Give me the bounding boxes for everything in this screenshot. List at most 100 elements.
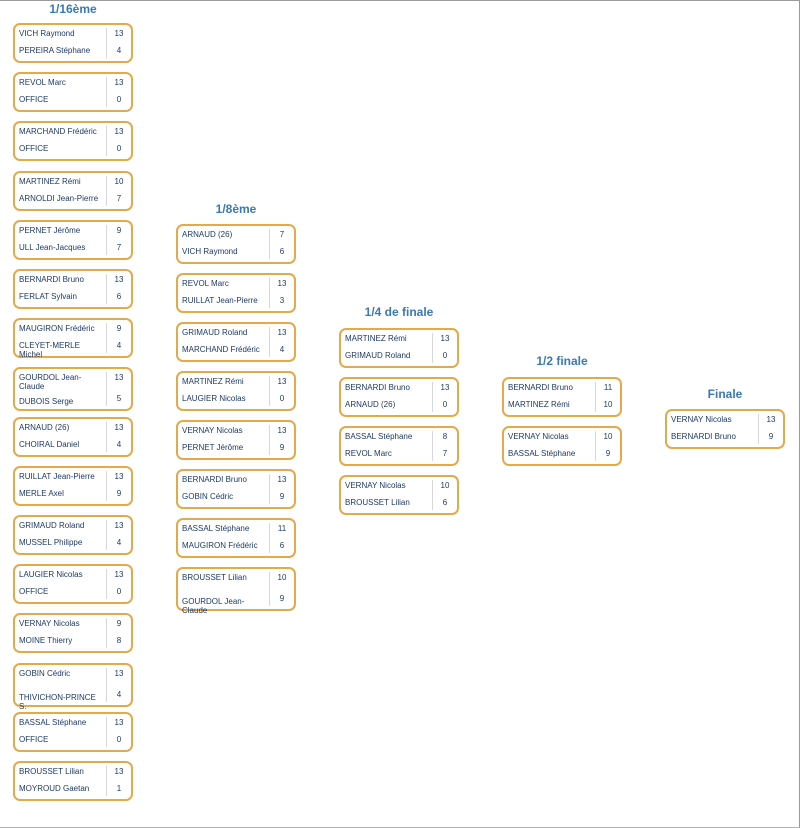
score-divider bbox=[106, 77, 107, 107]
player-score: 13 bbox=[114, 521, 124, 530]
score-divider bbox=[106, 422, 107, 452]
player-score: 13 bbox=[766, 415, 776, 424]
player-score: 0 bbox=[116, 735, 122, 744]
player-score: 13 bbox=[277, 328, 287, 337]
score-divider bbox=[269, 474, 270, 504]
semi-final-title: 1/2 finale bbox=[536, 354, 588, 368]
score-divider bbox=[432, 480, 433, 510]
player-score: 6 bbox=[116, 292, 122, 301]
player-score: 13 bbox=[114, 78, 124, 87]
player-score: 10 bbox=[114, 177, 124, 186]
player-score: 10 bbox=[603, 432, 613, 441]
player-score: 13 bbox=[277, 426, 287, 435]
player-score: 9 bbox=[116, 226, 122, 235]
score-divider bbox=[432, 333, 433, 363]
player-score: 9 bbox=[605, 449, 611, 458]
score-divider bbox=[106, 520, 107, 550]
player-score: 0 bbox=[116, 95, 122, 104]
player-score: 13 bbox=[277, 377, 287, 386]
player-score: 11 bbox=[603, 383, 613, 392]
window-top-border bbox=[0, 0, 800, 1]
player-score: 13 bbox=[440, 383, 450, 392]
player-score: 10 bbox=[603, 400, 613, 409]
score-divider bbox=[106, 28, 107, 58]
player-score: 13 bbox=[114, 669, 124, 678]
score-divider bbox=[269, 327, 270, 357]
quarter-final-title: 1/4 de finale bbox=[364, 305, 434, 319]
score-divider bbox=[758, 414, 759, 444]
player-score: 13 bbox=[440, 334, 450, 343]
score-divider bbox=[269, 278, 270, 308]
player-name: BERNARDI Bruno bbox=[671, 432, 736, 441]
round-of-16-title: 1/8ème bbox=[215, 202, 257, 216]
round-of-32-title: 1/16ème bbox=[49, 2, 97, 16]
player-score: 9 bbox=[279, 443, 285, 452]
score-divider bbox=[269, 572, 270, 606]
player-score: 7 bbox=[116, 243, 122, 252]
player-score: 9 bbox=[116, 489, 122, 498]
player-score: 4 bbox=[279, 345, 285, 354]
player-score: 13 bbox=[114, 767, 124, 776]
player-score: 9 bbox=[116, 619, 122, 628]
player-score: 5 bbox=[116, 394, 122, 403]
player-score: 13 bbox=[114, 373, 124, 382]
player-score: 13 bbox=[114, 423, 124, 432]
player-score: 13 bbox=[114, 718, 124, 727]
player-score: 9 bbox=[768, 432, 774, 441]
player-score: 0 bbox=[279, 394, 285, 403]
player-score: 6 bbox=[442, 498, 448, 507]
score-divider bbox=[269, 376, 270, 406]
player-score: 4 bbox=[116, 538, 122, 547]
player-score: 7 bbox=[442, 449, 448, 458]
player-score: 10 bbox=[277, 573, 287, 582]
player-score: 6 bbox=[279, 541, 285, 550]
player-score: 11 bbox=[277, 524, 287, 533]
player-score: 7 bbox=[116, 194, 122, 203]
player-score: 13 bbox=[277, 475, 287, 484]
player-score: 0 bbox=[116, 144, 122, 153]
player-score: 4 bbox=[116, 690, 122, 699]
player-score: 13 bbox=[114, 570, 124, 579]
player-score: 0 bbox=[116, 587, 122, 596]
player-score: 7 bbox=[279, 230, 285, 239]
score-divider bbox=[106, 766, 107, 796]
player-score: 13 bbox=[114, 275, 124, 284]
player-score: 13 bbox=[114, 472, 124, 481]
